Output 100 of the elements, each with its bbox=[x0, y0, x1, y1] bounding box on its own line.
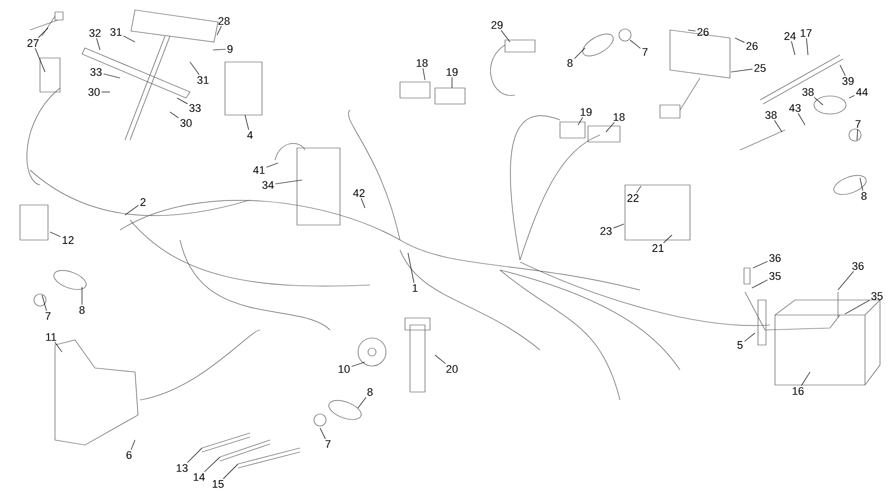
callout-number: 11 bbox=[46, 333, 56, 341]
leader-line bbox=[840, 64, 846, 76]
callout-number: 32 bbox=[89, 29, 101, 37]
leader-line bbox=[856, 128, 858, 140]
callout-number: 31 bbox=[110, 28, 122, 36]
leader-line bbox=[636, 186, 642, 194]
leader-line bbox=[54, 342, 62, 352]
callout-number: 36 bbox=[769, 254, 781, 262]
callout-number: 5 bbox=[737, 341, 743, 349]
callout-number: 35 bbox=[871, 292, 883, 300]
callout-number: 31 bbox=[197, 76, 209, 84]
callout-number: 10 bbox=[338, 365, 350, 373]
callout-number: 7 bbox=[856, 120, 860, 128]
callout-number: 27 bbox=[27, 39, 39, 47]
callout-number: 24 bbox=[784, 32, 796, 40]
leader-line bbox=[176, 98, 188, 104]
leader-line bbox=[752, 280, 768, 288]
callout-number: 7 bbox=[326, 440, 331, 448]
leader-line bbox=[801, 372, 810, 386]
leader-line bbox=[212, 48, 226, 50]
leader-line bbox=[358, 397, 366, 408]
callout-number: 30 bbox=[180, 119, 192, 127]
callout-number: 8 bbox=[861, 192, 867, 200]
callout-number: 33 bbox=[189, 104, 201, 112]
callout-number: 8 bbox=[79, 306, 85, 314]
leader-line bbox=[103, 74, 120, 78]
callout-number: 42 bbox=[353, 189, 365, 197]
callout-number: 18 bbox=[416, 59, 428, 67]
leader-line bbox=[500, 30, 510, 42]
leader-line bbox=[663, 234, 672, 244]
leader-line bbox=[434, 354, 446, 364]
callout-number: 7 bbox=[642, 48, 648, 56]
leader-line bbox=[360, 198, 366, 208]
leader-line bbox=[190, 62, 200, 75]
callout-number: 44 bbox=[856, 88, 868, 96]
callout-number: 26 bbox=[746, 42, 758, 50]
callout-number: 29 bbox=[491, 21, 503, 29]
callout-number: 15 bbox=[212, 480, 224, 488]
leader-line bbox=[34, 48, 46, 72]
leader-line bbox=[408, 252, 414, 284]
callout-number: 6 bbox=[126, 451, 132, 459]
leader-line bbox=[351, 362, 366, 367]
callout-number: 19 bbox=[580, 108, 592, 116]
callout-number: 8 bbox=[367, 388, 373, 396]
leader-line bbox=[123, 36, 136, 42]
leader-line bbox=[222, 464, 238, 480]
callout-number: 33 bbox=[90, 68, 102, 76]
callout-number: 28 bbox=[218, 17, 230, 25]
callout-number: 16 bbox=[792, 387, 804, 395]
leader-line bbox=[170, 112, 179, 118]
leader-line bbox=[50, 232, 61, 237]
callout-number: 25 bbox=[754, 64, 766, 72]
leader-line bbox=[216, 26, 222, 36]
callout-number: 20 bbox=[446, 365, 458, 373]
callout-number: 35 bbox=[769, 272, 781, 280]
leader-line bbox=[38, 28, 48, 38]
callout-number: 4 bbox=[247, 131, 253, 139]
leader-line bbox=[848, 95, 855, 98]
callout-number: 39 bbox=[842, 77, 854, 85]
callout-number: 14 bbox=[194, 473, 205, 481]
leader-line bbox=[96, 38, 100, 50]
leader-line bbox=[266, 162, 278, 168]
leader-line bbox=[730, 68, 753, 72]
callout-number: 18 bbox=[614, 113, 625, 121]
callout-number: 9 bbox=[227, 45, 233, 53]
leader-line bbox=[124, 204, 139, 216]
callout-number: 36 bbox=[852, 262, 864, 270]
callout-number: 43 bbox=[789, 104, 801, 112]
leader-line bbox=[752, 261, 768, 268]
leader-line bbox=[860, 178, 864, 191]
leader-line bbox=[798, 113, 806, 126]
leader-line bbox=[688, 30, 696, 32]
leader-line bbox=[734, 38, 745, 43]
leader-line bbox=[320, 428, 326, 440]
leader-line bbox=[774, 120, 782, 132]
callout-number: 8 bbox=[567, 59, 573, 67]
leader-line bbox=[814, 97, 824, 106]
callout-number: 17 bbox=[800, 29, 812, 37]
leader-line bbox=[578, 116, 584, 126]
callout-number: 41 bbox=[253, 166, 265, 174]
leader-line bbox=[574, 48, 586, 59]
callout-number: 7 bbox=[46, 312, 51, 320]
callout-number: 13 bbox=[176, 464, 188, 472]
leader-line bbox=[744, 332, 756, 342]
leader-line bbox=[606, 122, 615, 132]
leader-line bbox=[244, 114, 250, 130]
leader-line bbox=[204, 456, 220, 472]
leader-line bbox=[630, 40, 641, 49]
callout-number: 38 bbox=[765, 111, 777, 119]
callout-number: 19 bbox=[446, 68, 458, 76]
callout-number: 30 bbox=[88, 88, 100, 96]
callout-number: 2 bbox=[140, 198, 146, 206]
leader-line bbox=[806, 38, 808, 56]
leader-line bbox=[275, 180, 302, 184]
callout-number: 1 bbox=[412, 284, 418, 292]
callout-number: 12 bbox=[62, 236, 74, 244]
leader-line bbox=[613, 224, 624, 228]
leader-line bbox=[422, 68, 426, 80]
callout-number: 34 bbox=[262, 181, 274, 189]
leader-line bbox=[42, 294, 47, 312]
